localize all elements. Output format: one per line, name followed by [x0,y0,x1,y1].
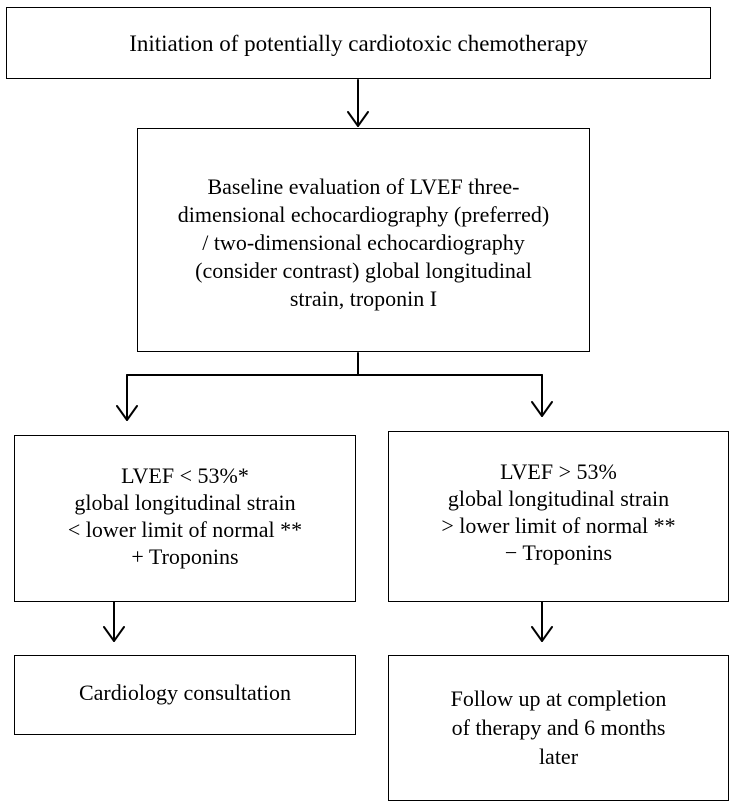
arrow-normal-to-followup [531,601,553,642]
node-normal-label: LVEF > 53% global longitudinal strain > … [441,458,676,565]
node-followup: Follow up at completion of therapy and 6… [388,655,729,801]
arrow-baseline-to-abnormal [116,374,138,421]
node-start: Initiation of potentially cardiotoxic ch… [6,7,711,79]
node-normal: LVEF > 53% global longitudinal strain > … [388,431,729,602]
node-cardiology: Cardiology consultation [14,655,356,735]
node-start-label: Initiation of potentially cardiotoxic ch… [129,30,588,56]
node-abnormal: LVEF < 53%* global longitudinal strain <… [14,435,356,602]
node-baseline: Baseline evaluation of LVEF three- dimen… [137,128,590,352]
node-baseline-label: Baseline evaluation of LVEF three- dimen… [177,174,550,311]
arrow-baseline-to-normal [531,374,553,417]
node-followup-label: Follow up at completion of therapy and 6… [450,685,667,769]
split-connector [126,352,543,376]
arrow-abnormal-to-cardiology [103,601,125,642]
node-cardiology-label: Cardiology consultation [78,679,292,705]
arrow-start-to-baseline [347,79,369,127]
node-abnormal-label: LVEF < 53%* global longitudinal strain <… [67,462,303,569]
